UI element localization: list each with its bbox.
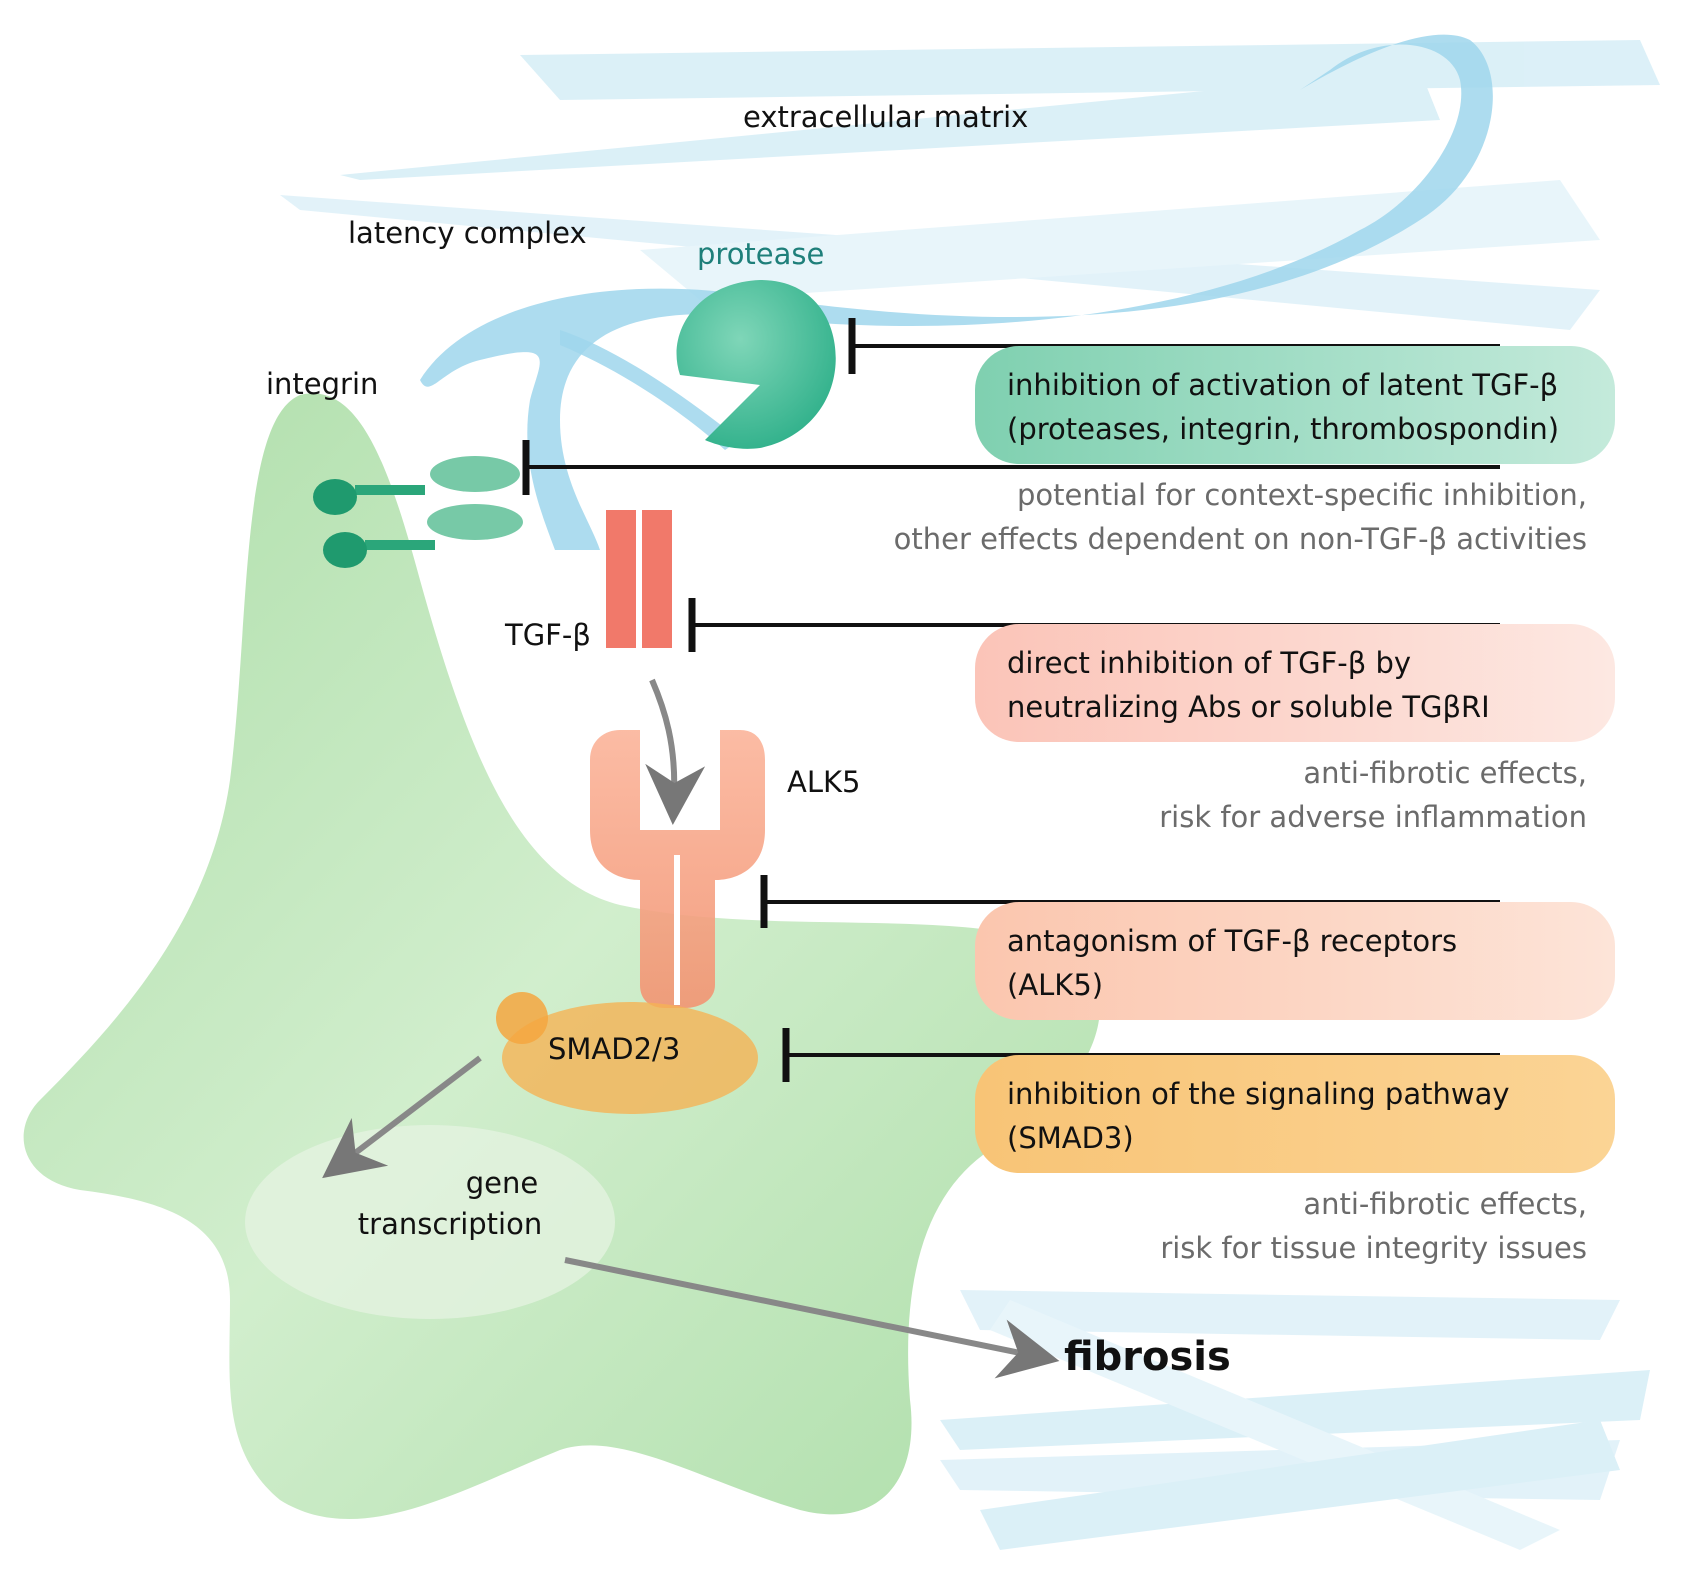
smad-complex [496, 992, 758, 1114]
protease-label: protease [697, 237, 825, 271]
intervention-box-activation: inhibition of activation of latent TGF-β… [975, 346, 1615, 464]
tgf-beta-dimer [606, 510, 672, 648]
transcription-label: transcription [357, 1207, 543, 1241]
integrin-label: integrin [266, 367, 379, 401]
latency-complex-ribbon [420, 34, 1493, 550]
protease-shape [676, 280, 836, 449]
gene-label: gene [465, 1166, 539, 1200]
alk5-label: ALK5 [787, 765, 861, 799]
note-direct: anti-fibrotic effects, risk for adverse … [1159, 756, 1587, 834]
extracellular-matrix-label: extracellular matrix [743, 100, 1029, 134]
note-signaling: anti-fibrotic effects, risk for tissue i… [1160, 1187, 1587, 1265]
arrow-tgf-to-alk5 [645, 678, 706, 825]
arrow-gene-to-fibrosis [564, 1257, 1060, 1379]
arrow-smad-to-gene [322, 1055, 482, 1179]
intervention-box-signaling: inhibition of the signaling pathway (SMA… [975, 1055, 1615, 1173]
latency-complex-label: latency complex [348, 216, 587, 250]
intervention-box-receptor: antagonism of TGF-β receptors (ALK5) [975, 902, 1615, 1020]
matrix-fibres [280, 40, 1660, 1550]
smad-label: SMAD2/3 [548, 1032, 681, 1066]
intervention-box-direct: direct inhibition of TGF-β by neutralizi… [975, 624, 1615, 742]
fibrosis-label: fibrosis [1064, 1334, 1231, 1380]
cell-body [23, 393, 1100, 1520]
note-activation: potential for context-specific inhibitio… [893, 478, 1587, 556]
tgf-beta-label: TGF-β [505, 618, 591, 652]
integrin-shapes [313, 456, 523, 568]
